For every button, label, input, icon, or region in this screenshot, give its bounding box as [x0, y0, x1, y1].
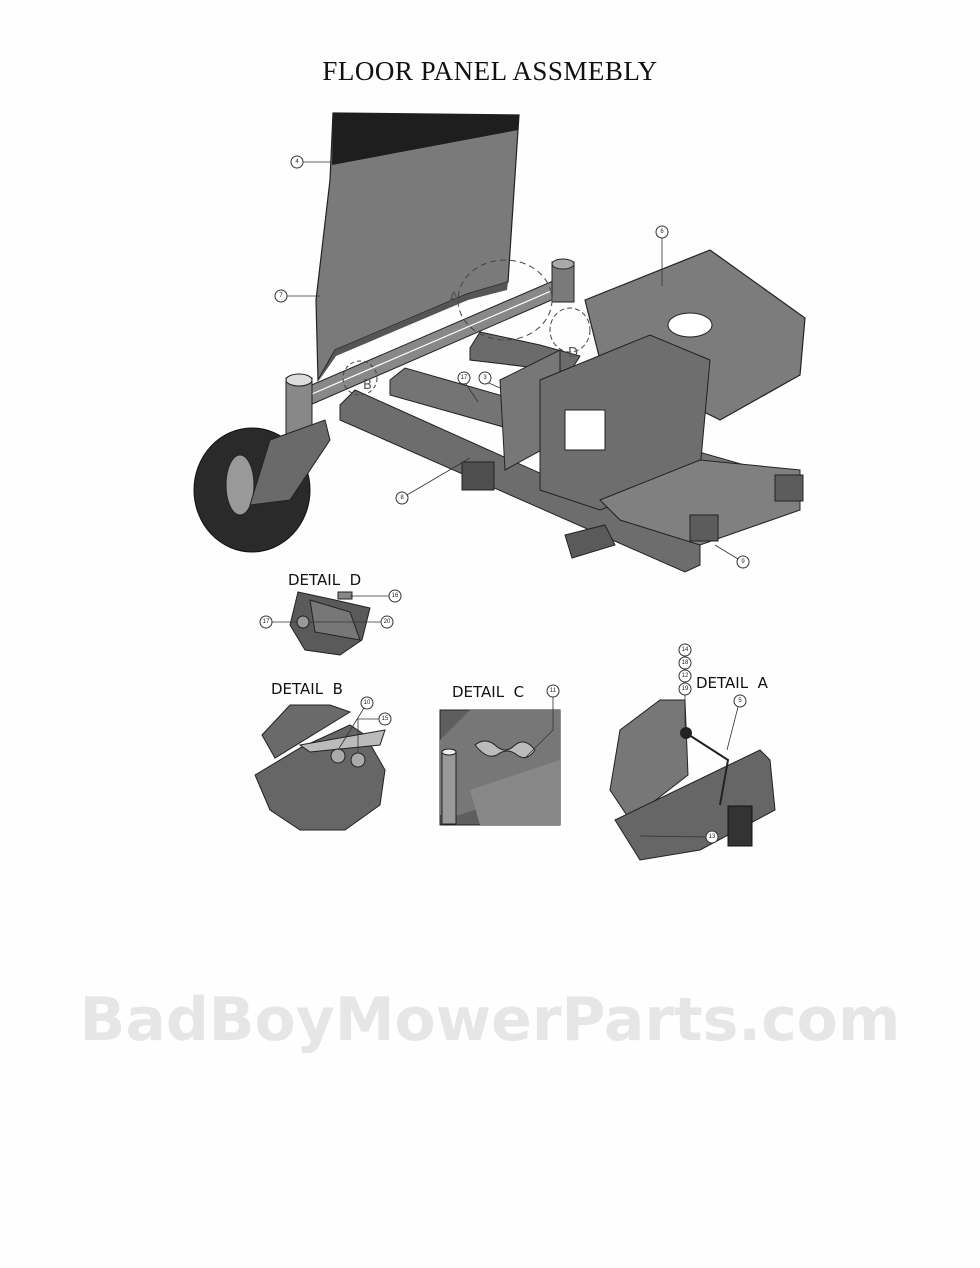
svg-text:7: 7	[279, 293, 283, 299]
callout-7: 7	[274, 289, 320, 303]
lower-frame-plate	[599, 459, 801, 546]
detail-d-circle	[549, 307, 591, 353]
callout-19: 19	[678, 682, 692, 728]
detail-b-label: DETAIL B	[271, 680, 343, 698]
section-mark-b: B	[363, 378, 372, 393]
svg-text:20: 20	[384, 619, 391, 625]
svg-text:14: 14	[682, 647, 689, 653]
detail-c: DETAIL C 11	[439, 683, 561, 826]
left-frame-rail	[339, 389, 701, 573]
svg-text:5: 5	[738, 698, 742, 704]
detail-c-pin-post	[441, 751, 457, 825]
detail-a-bracket	[727, 805, 753, 847]
section-mark-a: A	[449, 290, 459, 306]
detail-b-circle	[342, 360, 378, 396]
main-assembly-view: A B D 4 7 6 17 3 8 9	[193, 112, 806, 573]
detail-a-circle	[457, 259, 553, 341]
detail-a: DETAIL A 14 18 12 19 5 13	[609, 643, 776, 861]
svg-text:11: 11	[550, 688, 557, 694]
svg-text:8: 8	[400, 495, 404, 501]
watermark: BadBoyMowerParts.com	[80, 985, 901, 1055]
caster-fork	[249, 419, 331, 506]
svg-text:18: 18	[682, 660, 689, 666]
detail-a-rod	[685, 732, 730, 806]
svg-text:12: 12	[682, 673, 689, 679]
callout-20: 20	[310, 615, 394, 629]
svg-text:17: 17	[461, 375, 468, 381]
hairpin-clip	[474, 740, 536, 759]
section-mark-d: D	[568, 346, 578, 361]
detail-a-frame	[614, 749, 776, 861]
detail-c-label: DETAIL C	[452, 683, 524, 701]
callout-13: 13	[639, 830, 719, 844]
svg-text:3: 3	[483, 375, 487, 381]
svg-text:15: 15	[382, 716, 389, 722]
callout-14: 14	[678, 643, 692, 657]
detail-d: DETAIL D 16 17 20	[259, 571, 402, 656]
rear-tube-end-right	[774, 474, 804, 502]
callout-6: 6	[655, 225, 669, 286]
callout-12: 12	[678, 669, 692, 683]
svg-text:9: 9	[741, 559, 745, 565]
callout-4: 4	[290, 155, 333, 169]
svg-text:4: 4	[295, 159, 299, 165]
floor-panel-top-band	[332, 113, 519, 165]
callout-17: 17	[457, 371, 479, 403]
svg-text:17: 17	[263, 619, 270, 625]
callout-3: 3	[478, 371, 501, 389]
svg-text:19: 19	[682, 686, 689, 692]
foot-step	[564, 524, 616, 559]
detail-a-label: DETAIL A	[696, 674, 769, 692]
detail-d-label: DETAIL D	[288, 571, 361, 589]
svg-text:6: 6	[660, 229, 664, 235]
callout-11: 11	[524, 684, 560, 759]
page-title: FLOOR PANEL ASSMEBLY	[322, 56, 658, 86]
callout-8: 8	[395, 457, 471, 505]
callout-5: 5	[726, 694, 747, 751]
callout-15-detail-b: 15	[357, 712, 392, 752]
callout-18: 18	[678, 656, 692, 670]
callout-16: 16	[350, 589, 402, 603]
detail-b-part-lower	[254, 724, 386, 831]
detail-b: DETAIL B 10 15	[254, 680, 392, 831]
detail-b-part-upper	[261, 704, 352, 759]
svg-text:13: 13	[709, 834, 716, 840]
callout-9: 9	[714, 544, 750, 569]
step-bracket	[461, 461, 495, 491]
detail-a-panel	[609, 699, 689, 821]
callout-17-detail-d: 17	[259, 615, 298, 629]
floor-panel-lower	[318, 282, 508, 382]
callout-10: 10	[337, 696, 374, 751]
svg-text:10: 10	[364, 700, 371, 706]
rear-tube-end-left	[689, 514, 719, 542]
svg-text:16: 16	[392, 593, 399, 599]
cross-tube	[469, 331, 581, 373]
